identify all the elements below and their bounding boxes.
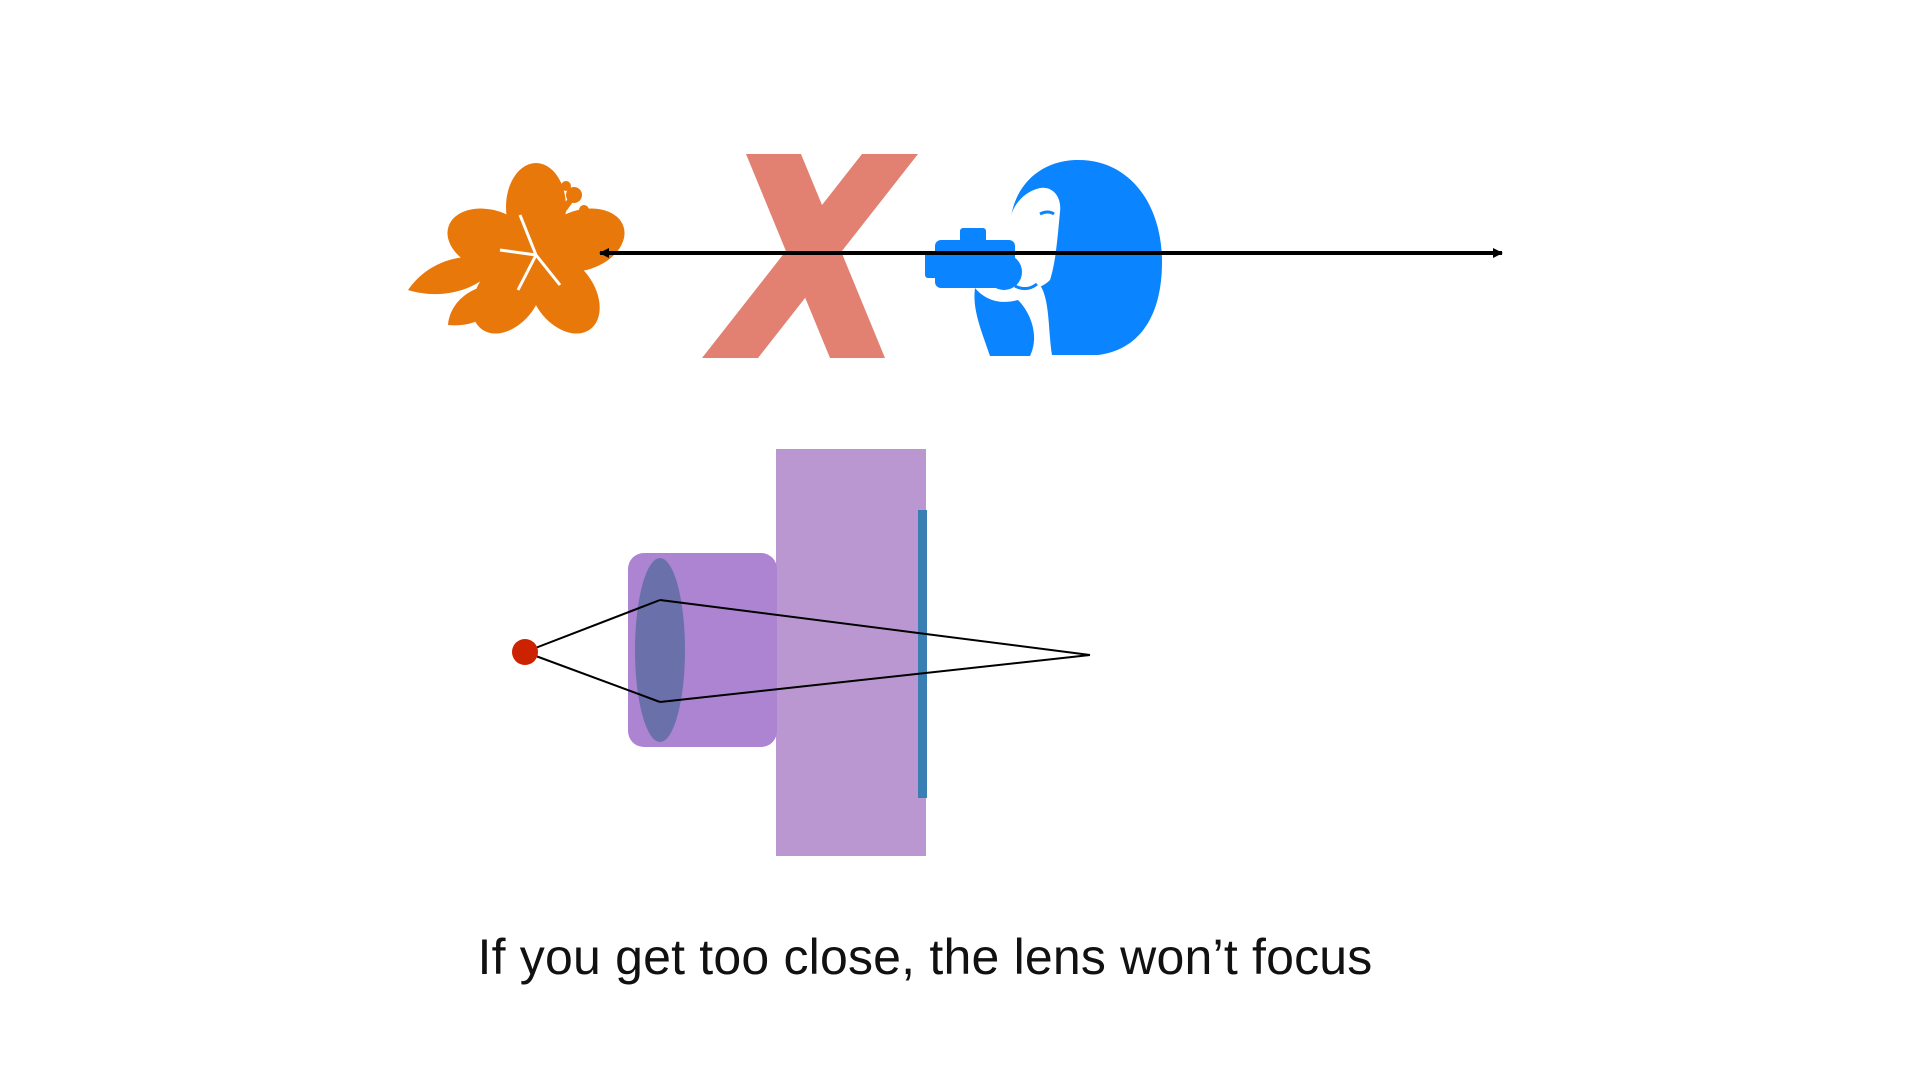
x-mark-icon xyxy=(702,154,918,358)
camera-body xyxy=(776,449,926,856)
hibiscus-flower-icon xyxy=(408,163,625,334)
image-sensor xyxy=(918,510,927,798)
light-rays xyxy=(524,599,1091,703)
object-point xyxy=(512,639,538,665)
photographer-with-camera-icon xyxy=(925,159,1162,356)
lens-element xyxy=(635,558,685,742)
slide-caption: If you get too close, the lens won’t foc… xyxy=(477,929,1373,985)
